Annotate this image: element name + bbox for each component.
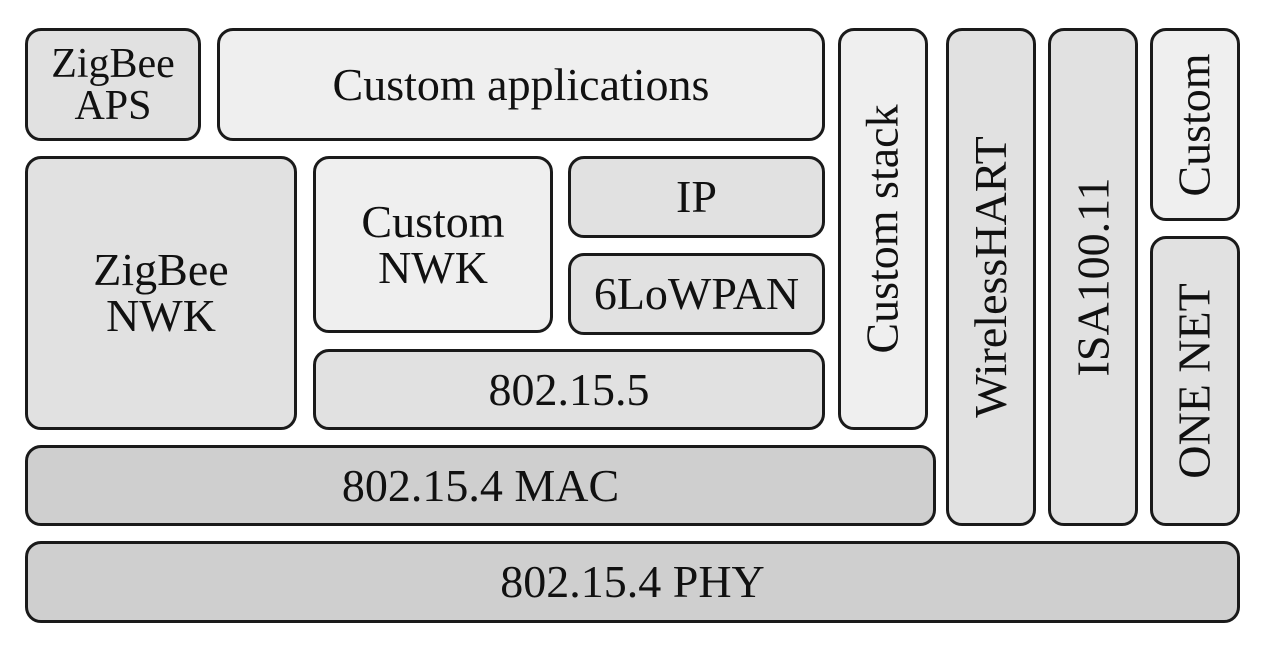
custom-applications-label: Custom applications (332, 58, 710, 110)
custom-block: Custom (1150, 28, 1240, 221)
custom-stack-label: Custom stack (857, 104, 909, 354)
custom-nwk-block: Custom NWK (313, 156, 553, 333)
custom-applications-block: Custom applications (217, 28, 825, 141)
custom-nwk-label-line1: Custom (361, 195, 505, 247)
zigbee-aps-label-line2: APS (74, 82, 152, 129)
802-15-5-block: 802.15.5 (313, 349, 825, 430)
ip-label: IP (676, 171, 717, 222)
802-15-4-phy-label: 802.15.4 PHY (500, 556, 765, 607)
zigbee-nwk-label-line2: NWK (106, 290, 216, 341)
custom-stack-block: Custom stack (838, 28, 928, 430)
isa100-block: ISA100.11 (1048, 28, 1138, 526)
802-15-5-label: 802.15.5 (488, 363, 650, 415)
802-15-4-mac-block: 802.15.4 MAC (25, 445, 936, 526)
zigbee-nwk-block: ZigBee NWK (25, 156, 297, 430)
6lowpan-label: 6LoWPAN (593, 268, 800, 319)
wirelesshart-block: WirelessHART (946, 28, 1036, 526)
custom-label: Custom (1169, 52, 1220, 197)
zigbee-aps-label-line1: ZigBee (51, 40, 175, 87)
one-net-label: ONE NET (1169, 283, 1220, 479)
802-15-4-mac-label: 802.15.4 MAC (341, 459, 620, 511)
one-net-block: ONE NET (1150, 236, 1240, 526)
ip-block: IP (568, 156, 825, 238)
custom-nwk-label-line2: NWK (378, 241, 488, 293)
802-15-4-phy-block: 802.15.4 PHY (25, 541, 1240, 623)
6lowpan-block: 6LoWPAN (568, 253, 825, 335)
zigbee-aps-block: ZigBee APS (25, 28, 201, 141)
wirelesshart-label: WirelessHART (965, 136, 1016, 418)
zigbee-nwk-label-line1: ZigBee (93, 244, 229, 295)
isa100-label: ISA100.11 (1067, 177, 1119, 377)
